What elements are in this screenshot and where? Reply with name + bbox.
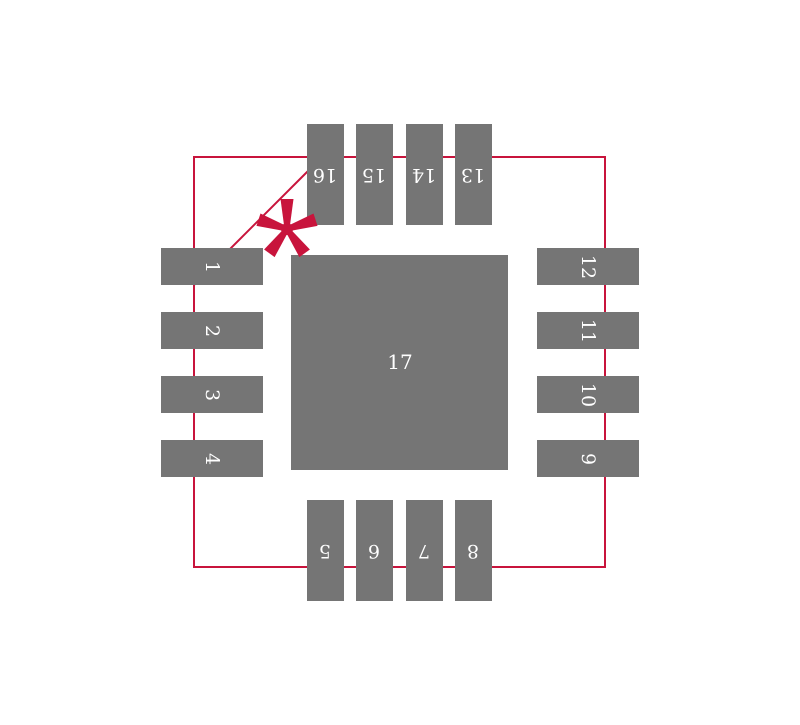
pad-14 xyxy=(406,124,443,225)
package-outline xyxy=(193,156,606,568)
pad-5 xyxy=(307,500,344,601)
pad-8-label: 8 xyxy=(467,540,479,562)
pad-12 xyxy=(537,248,639,285)
pad-4 xyxy=(161,440,263,477)
left-pad-group: 1 2 3 4 xyxy=(161,248,263,477)
pad-15 xyxy=(356,124,393,225)
pad-15-label: 15 xyxy=(362,164,386,186)
pad-8 xyxy=(455,500,492,601)
pad-9-label: 9 xyxy=(577,453,599,465)
pad-10-label: 10 xyxy=(577,383,599,407)
pad-16-label: 16 xyxy=(313,164,337,186)
pad-10 xyxy=(537,376,639,413)
pad-9 xyxy=(537,440,639,477)
pad-11 xyxy=(537,312,639,349)
pad-1 xyxy=(161,248,263,285)
pad-6 xyxy=(356,500,393,601)
pad-13 xyxy=(455,124,492,225)
pad-16 xyxy=(307,124,344,225)
pad-12-label: 12 xyxy=(577,255,599,279)
pad-4-label: 4 xyxy=(201,453,223,465)
pin1-marker-icon xyxy=(256,199,318,258)
pad-2-label: 2 xyxy=(201,325,223,337)
pad-2 xyxy=(161,312,263,349)
pad-11-label: 11 xyxy=(577,319,599,343)
pad-7-label: 7 xyxy=(418,540,430,562)
center-pad-label: 17 xyxy=(387,350,412,374)
bottom-pad-group: 5 6 7 8 xyxy=(307,500,492,601)
pad-1-label: 1 xyxy=(201,261,223,273)
center-thermal-pad xyxy=(291,255,508,470)
pad-6-label: 6 xyxy=(368,540,380,562)
top-pad-group: 16 15 14 13 xyxy=(307,124,492,225)
pad-14-label: 14 xyxy=(412,164,436,186)
pad-3-label: 3 xyxy=(201,389,223,401)
pad-7 xyxy=(406,500,443,601)
pad-5-label: 5 xyxy=(319,540,331,562)
pad-3 xyxy=(161,376,263,413)
pad-13-label: 13 xyxy=(461,164,485,186)
right-pad-group: 12 11 10 9 xyxy=(537,248,639,477)
